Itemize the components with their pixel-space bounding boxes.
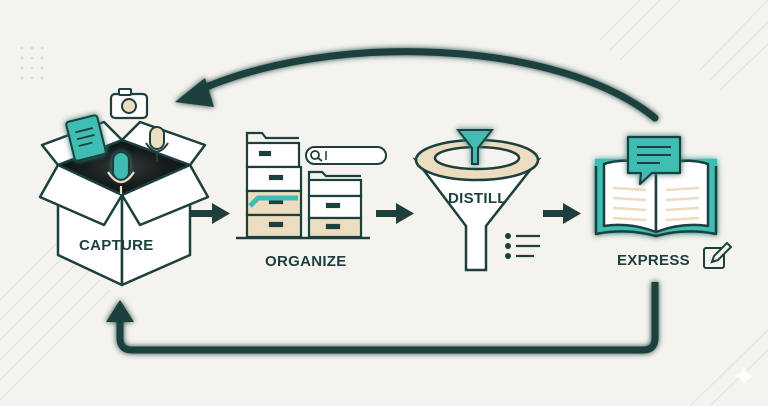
stage-label-distill: DISTILL xyxy=(448,190,507,207)
funnel-icon xyxy=(412,138,542,272)
bottom-loop-arrow xyxy=(106,282,659,354)
search-bar-icon xyxy=(305,146,387,165)
file-cabinet-icon xyxy=(236,131,370,240)
edit-icon xyxy=(703,241,733,269)
arrow-distill-to-express xyxy=(543,203,581,224)
notepad-icon xyxy=(65,114,107,162)
top-loop-arrow xyxy=(175,48,659,122)
capture-box-icon xyxy=(38,120,210,287)
camera-icon xyxy=(109,88,149,120)
dot-grid-decoration xyxy=(20,46,44,80)
small-funnel-icon xyxy=(455,129,495,165)
stage-label-capture: CAPTURE xyxy=(79,237,154,254)
microphone-icon xyxy=(107,126,169,194)
book-text-lines xyxy=(612,186,700,222)
stage-label-organize: ORGANIZE xyxy=(265,253,347,270)
stage-label-express: EXPRESS xyxy=(617,252,690,269)
sparkle-icon xyxy=(734,366,754,386)
arrow-organize-to-distill xyxy=(376,203,414,224)
list-icon xyxy=(505,233,540,259)
speech-bubble-icon xyxy=(626,135,682,186)
arrow-capture-to-organize xyxy=(190,203,230,224)
